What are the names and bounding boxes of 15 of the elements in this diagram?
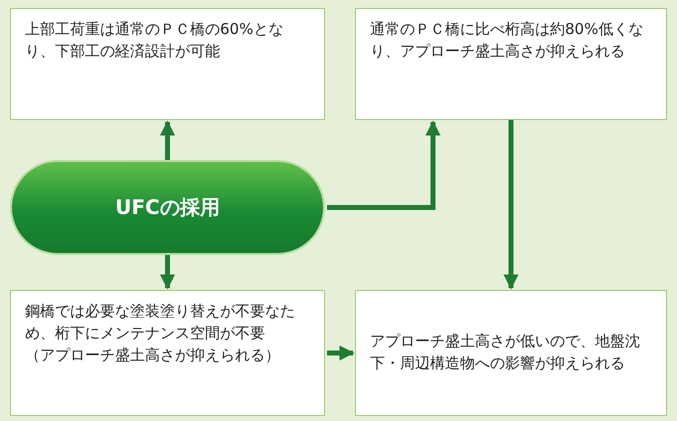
- text-box: [10, 290, 325, 416]
- title-text: UFCの採用: [115, 194, 220, 221]
- box-text: アプローチ盛土高さが低いので、地盤沈下・周辺構造物への影響が抑えられる: [370, 331, 641, 374]
- arrow: [160, 120, 175, 160]
- text-box: [10, 8, 325, 120]
- box-text: 通常のＰＣ橋に比べ桁高は約80%低くなり、アプローチ盛土高さが抑えられる: [370, 19, 644, 62]
- text-box: [355, 290, 667, 416]
- arrow: [327, 346, 354, 360]
- box-text: 鋼橋では必要な塗装塗り替えが不要なため、桁下にメンテナンス空間が不要: [25, 301, 296, 344]
- box-text: （アプローチ盛土高さが抑えられる）: [25, 344, 281, 366]
- arrow: [327, 120, 440, 210]
- arrow: [160, 255, 175, 290]
- arrow: [504, 120, 518, 290]
- text-box: [355, 8, 667, 120]
- box-text: 上部工荷重は通常のＰＣ橋の60%となり、下部工の経済設計が可能: [25, 19, 284, 62]
